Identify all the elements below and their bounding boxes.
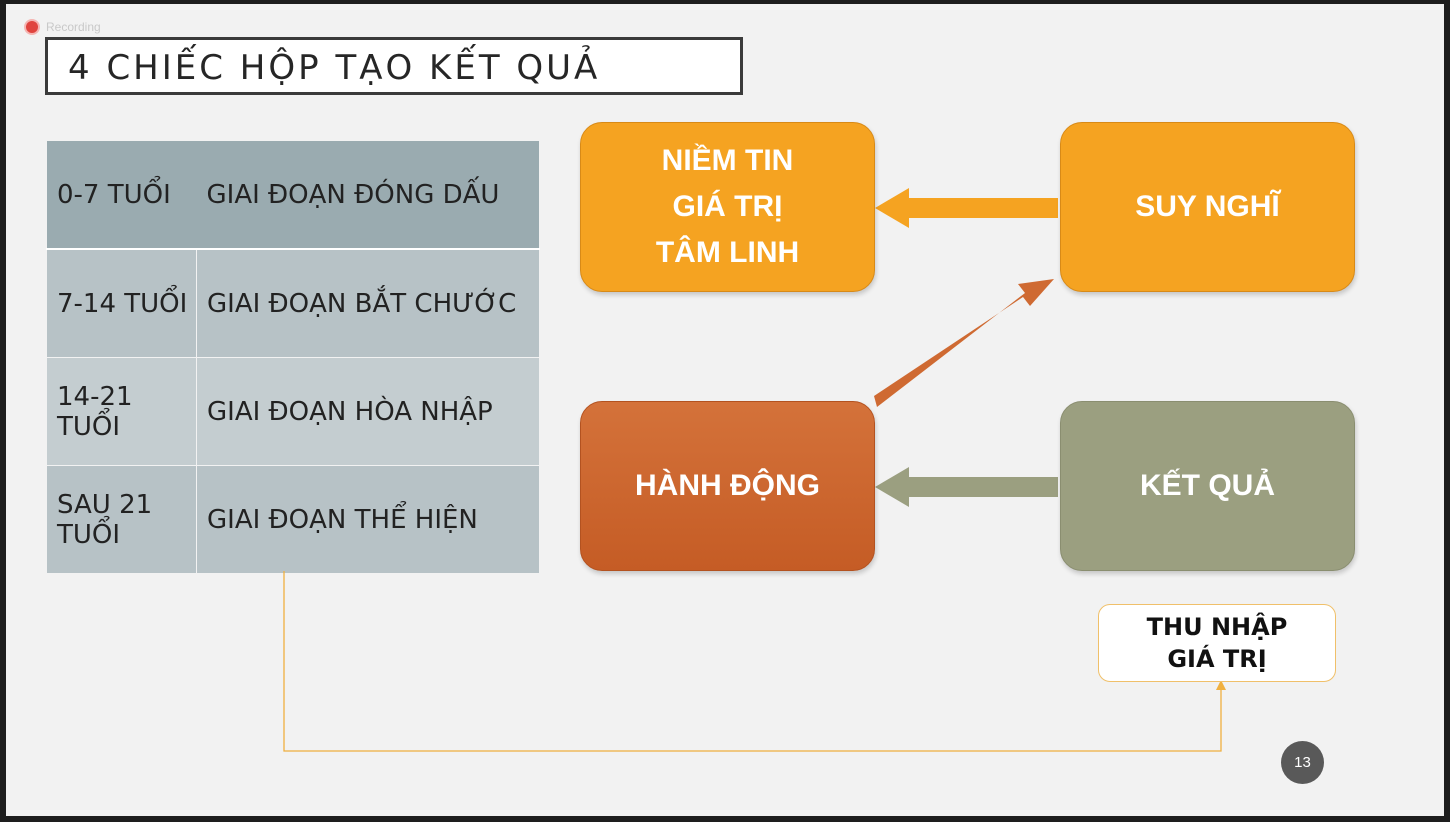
arrow-result-to-action	[875, 467, 1058, 507]
record-icon	[26, 21, 38, 33]
stage-cell: GIAI ĐOẠN ĐÓNG DẤU	[196, 140, 540, 250]
stage-cell: GIAI ĐOẠN THỂ HIỆN	[196, 465, 540, 574]
arrow-think-to-belief	[875, 188, 1058, 228]
arrow-action-to-think	[874, 279, 1054, 407]
connector-line	[283, 571, 1222, 752]
age-cell: 0-7 TUỔI	[46, 140, 197, 250]
belief-box: NIỀM TIN GIÁ TRỊ TÂM LINH	[580, 122, 875, 292]
title-box: 4 CHIẾC HỘP TẠO KẾT QUẢ	[45, 37, 743, 95]
stage-cell: GIAI ĐOẠN BẮT CHƯỚC	[196, 248, 540, 358]
page-number: 13	[1281, 741, 1324, 784]
action-box: HÀNH ĐỘNG	[580, 401, 875, 571]
income-box: THU NHẬP GIÁ TRỊ	[1098, 604, 1336, 682]
table-row: 7-14 TUỔI GIAI ĐOẠN BẮT CHƯỚC	[46, 248, 540, 358]
belief-line: GIÁ TRỊ	[672, 190, 783, 223]
think-box: SUY NGHĨ	[1060, 122, 1355, 292]
think-label: SUY NGHĨ	[1135, 190, 1280, 223]
age-cell: 14-21 TUỔI	[46, 357, 197, 466]
belief-line: NIỀM TIN	[661, 144, 794, 177]
recording-label: Recording	[46, 20, 101, 34]
income-line: THU NHẬP	[1146, 613, 1288, 641]
belief-line: TÂM LINH	[655, 236, 800, 269]
result-box: KẾT QUẢ	[1060, 401, 1355, 571]
action-label: HÀNH ĐỘNG	[635, 469, 820, 502]
age-cell: 7-14 TUỔI	[46, 248, 197, 358]
recording-indicator: Recording	[26, 20, 101, 34]
age-cell: SAU 21 TUỔI	[46, 465, 197, 574]
stages-table: 0-7 TUỔI GIAI ĐOẠN ĐÓNG DẤU 7-14 TUỔI GI…	[46, 140, 540, 574]
income-line: GIÁ TRỊ	[1167, 645, 1267, 673]
table-row: 0-7 TUỔI GIAI ĐOẠN ĐÓNG DẤU	[46, 140, 540, 250]
stage-cell: GIAI ĐOẠN HÒA NHẬP	[196, 357, 540, 466]
slide: Recording 4 CHIẾC HỘP TẠO KẾT QUẢ 0-7 TU…	[6, 4, 1444, 816]
table-row: SAU 21 TUỔI GIAI ĐOẠN THỂ HIỆN	[46, 465, 540, 574]
table-row: 14-21 TUỔI GIAI ĐOẠN HÒA NHẬP	[46, 357, 540, 466]
slide-title: 4 CHIẾC HỘP TẠO KẾT QUẢ	[68, 48, 601, 88]
result-label: KẾT QUẢ	[1140, 469, 1275, 502]
